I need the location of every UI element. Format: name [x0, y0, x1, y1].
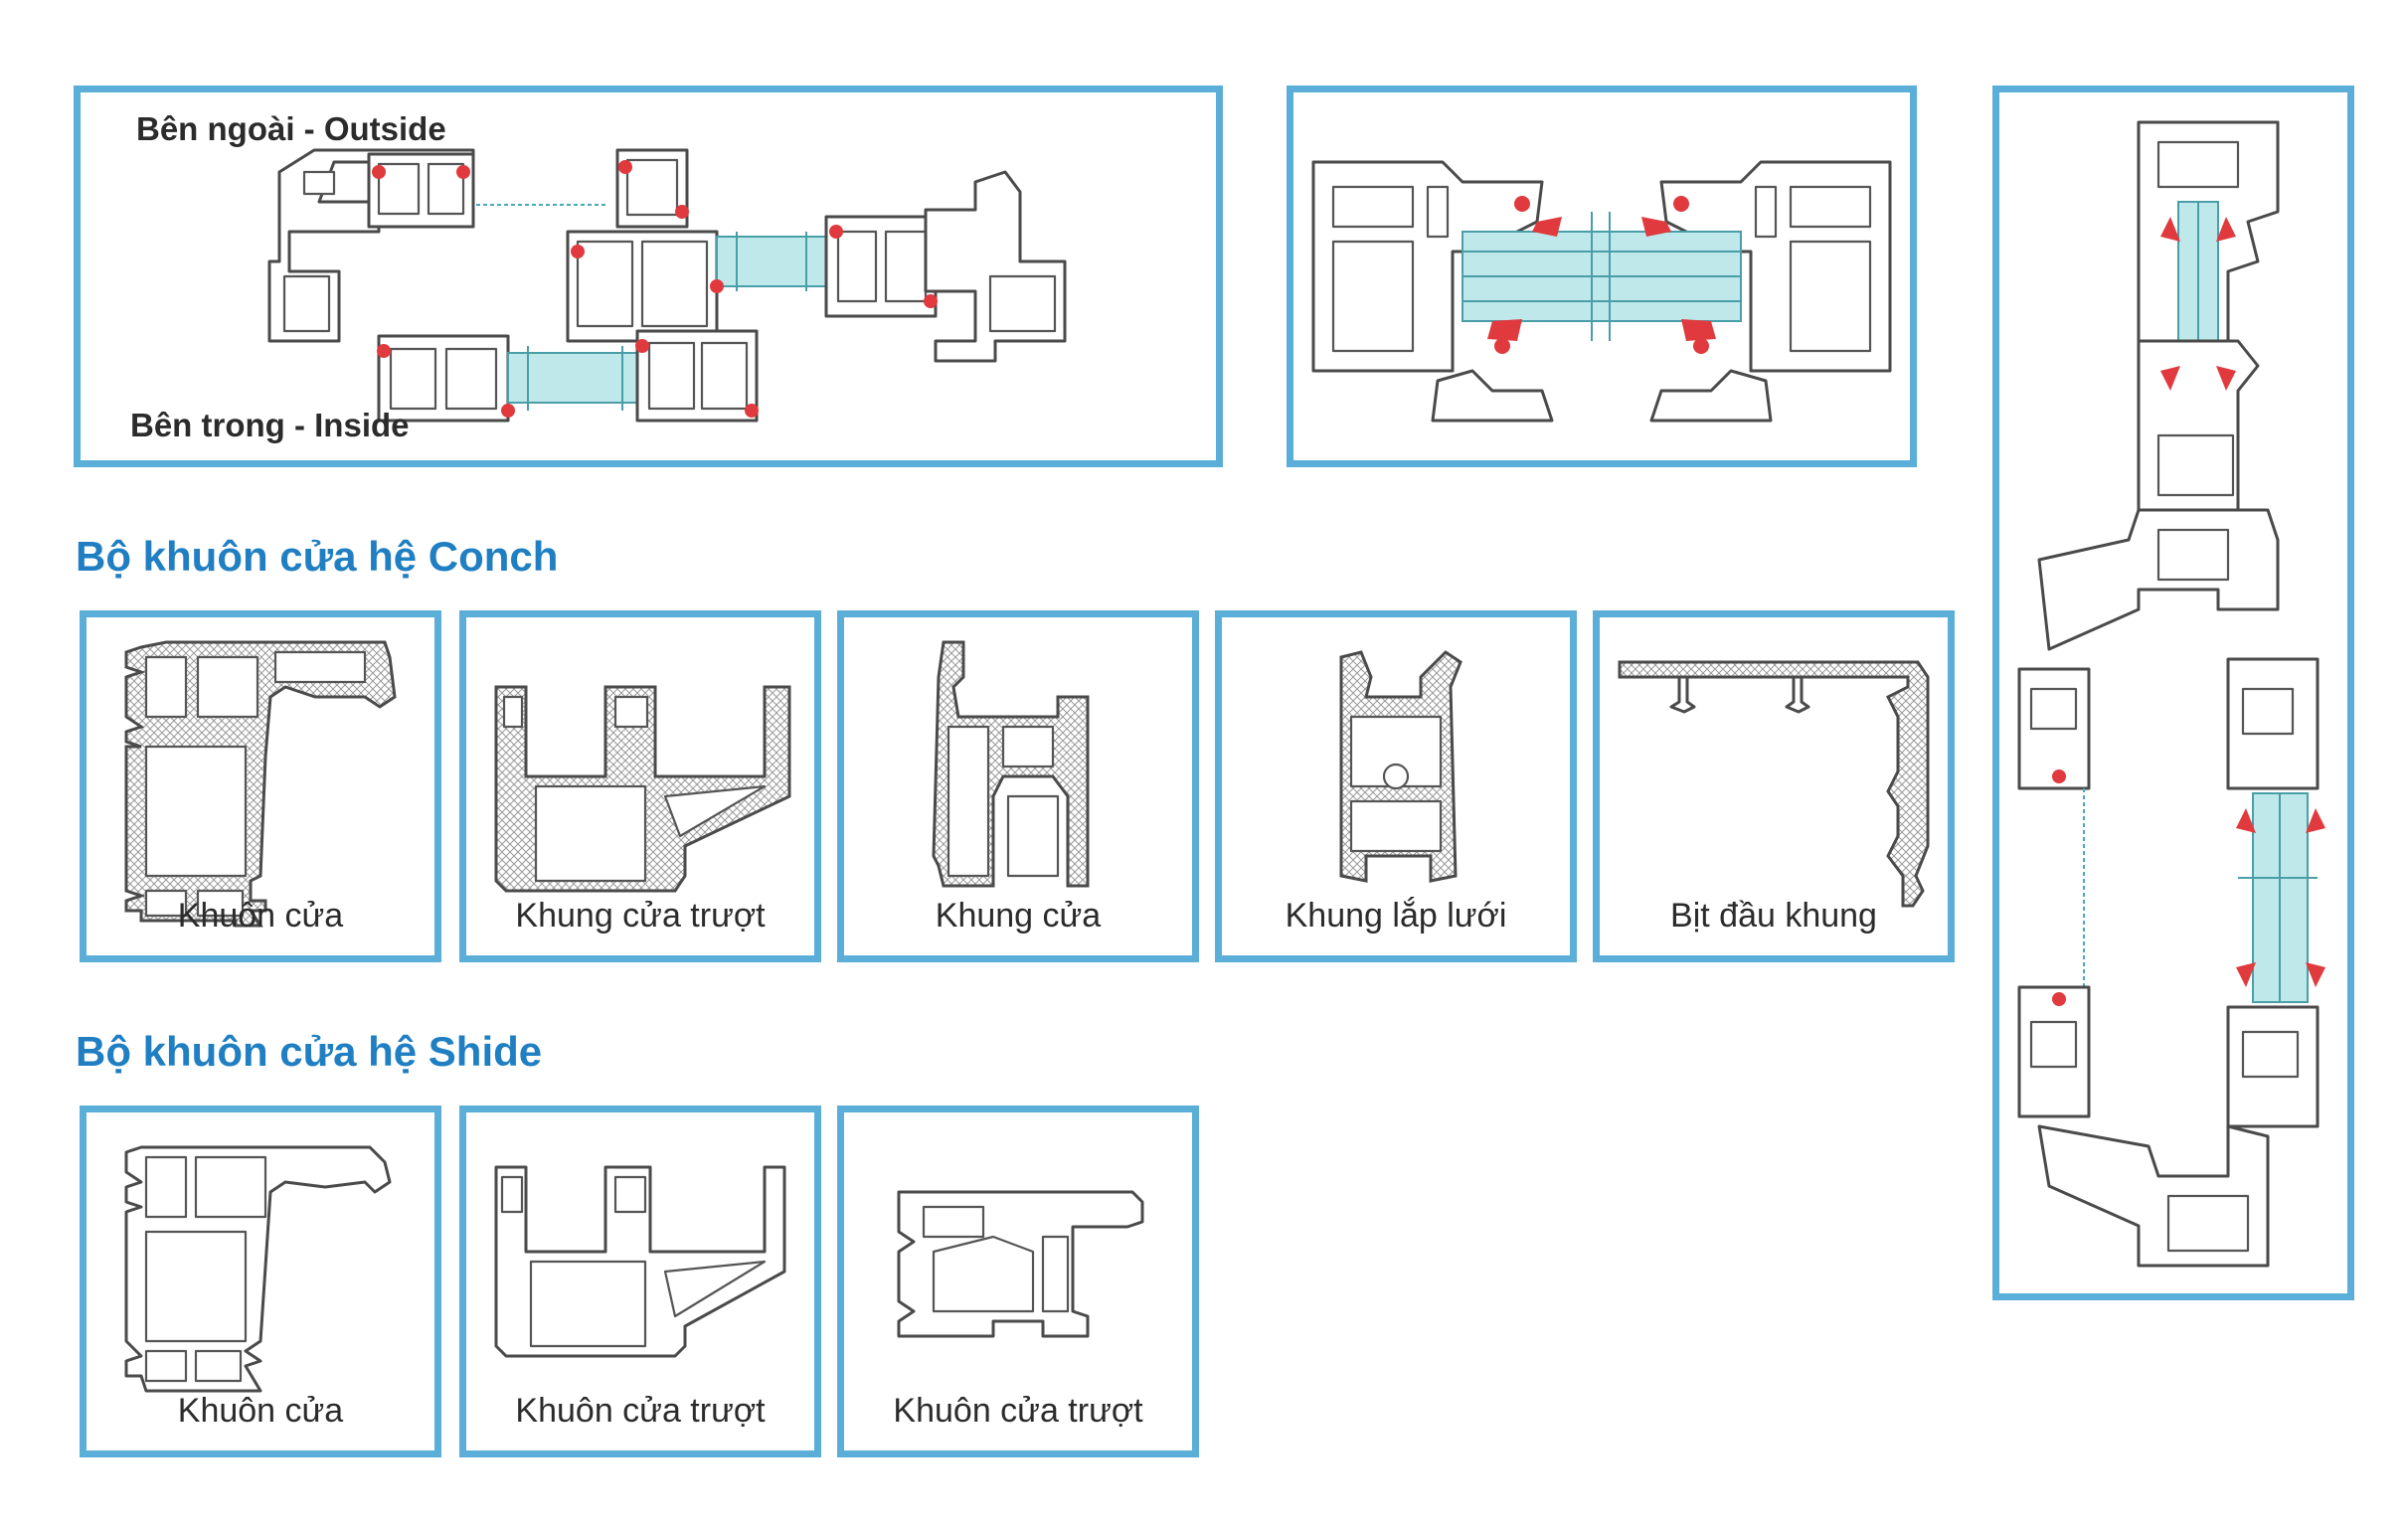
shide-profile-khuon-cua: Khuôn cửa	[80, 1106, 441, 1457]
outside-label: Bên ngoài - Outside	[136, 110, 446, 147]
shide-profile-khuon-cua-truot: Khuôn cửa trượt	[459, 1106, 821, 1457]
conch-khuon-cua-drawing	[124, 640, 397, 928]
shide-khuon-cua-drawing	[124, 1145, 392, 1393]
section-diagram-horizontal: Bên ngoài - Outside Bên trong - Inside	[74, 85, 1223, 467]
shide-section-heading: Bộ khuôn cửa hệ Shide	[76, 1028, 543, 1075]
conch-profile-khuon-cua: Khuôn cửa	[80, 610, 441, 962]
conch-khung-lap-luoi-drawing	[1339, 650, 1462, 883]
section-diagram-vertical	[1992, 85, 2354, 1300]
detail-section-drawing	[1311, 160, 1892, 423]
conch-profile-label: Khung lắp lưới	[1285, 897, 1507, 935]
conch-khung-cua-truot-drawing	[494, 685, 791, 893]
section-diagram-detail	[1287, 85, 1917, 467]
shide-khuon-cua-truot-2-drawing	[897, 1190, 1144, 1338]
shide-profile-khuon-cua-truot-2: Khuôn cửa trượt	[837, 1106, 1199, 1457]
conch-profile-khung-lap-luoi: Khung lắp lưới	[1215, 610, 1577, 962]
conch-profile-label: Khung cửa	[935, 897, 1102, 935]
conch-profile-khung-cua-truot: Khung cửa trượt	[459, 610, 821, 962]
vertical-section-drawing	[2017, 120, 2325, 1268]
horizontal-section-drawing	[267, 148, 1067, 423]
conch-section-heading: Bộ khuôn cửa hệ Conch	[76, 533, 559, 580]
conch-profile-label: Khung cửa trượt	[515, 897, 766, 935]
conch-profile-label: Khuôn cửa	[177, 897, 344, 935]
conch-bit-dau-khung-drawing	[1618, 660, 1930, 908]
shide-profile-label: Khuôn cửa trượt	[515, 1392, 766, 1430]
shide-profile-label: Khuôn cửa	[177, 1392, 344, 1430]
conch-profile-bit-dau-khung: Bịt đầu khung	[1593, 610, 1955, 962]
conch-khung-cua-drawing	[932, 640, 1090, 888]
conch-profile-khung-cua: Khung cửa	[837, 610, 1199, 962]
inside-label: Bên trong - Inside	[130, 407, 410, 443]
shide-profile-label: Khuôn cửa trượt	[893, 1392, 1143, 1430]
shide-khuon-cua-truot-drawing	[494, 1165, 786, 1358]
conch-profile-label: Bịt đầu khung	[1670, 897, 1877, 935]
